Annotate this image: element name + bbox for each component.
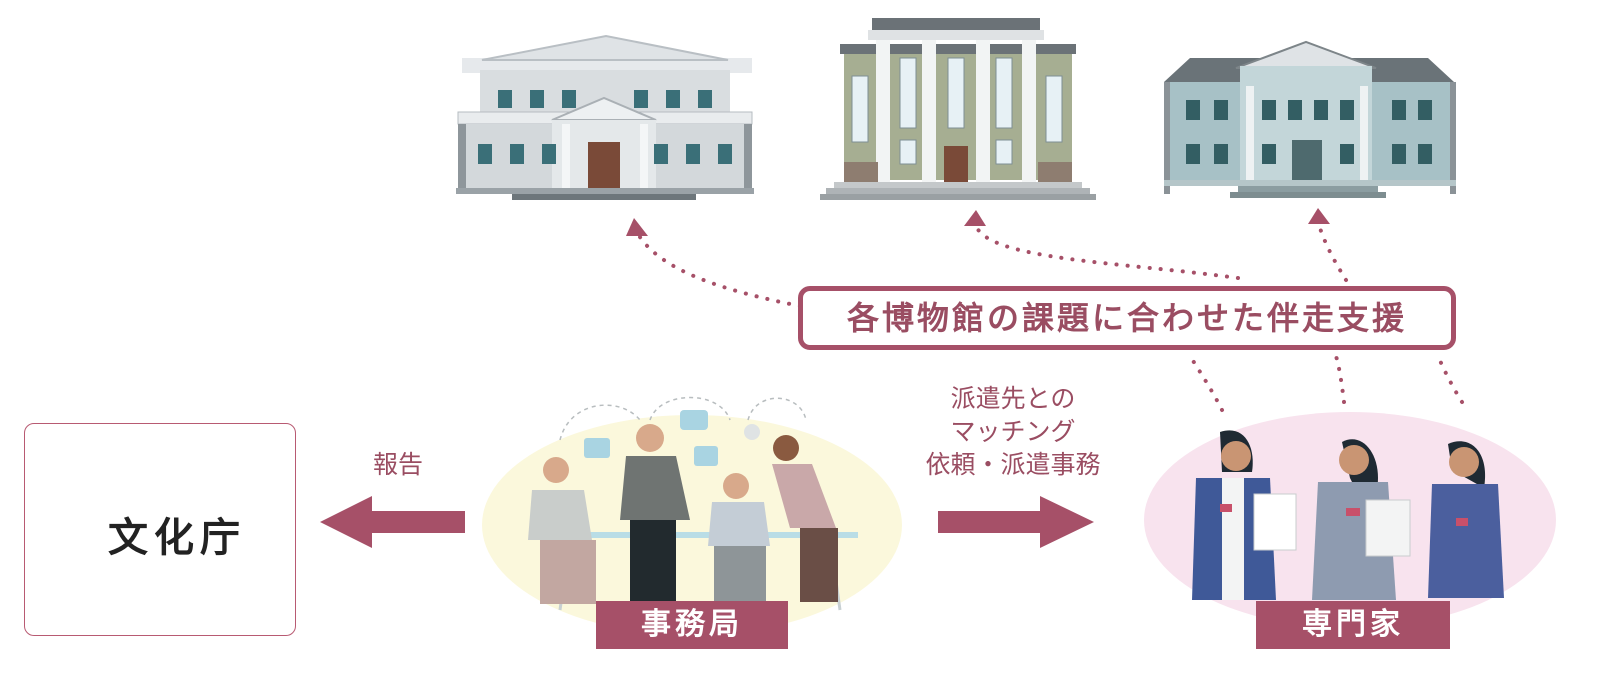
experts-tag: 専門家 (1256, 601, 1450, 649)
dispatch-label-line-2: マッチング (950, 417, 1076, 446)
museum-building-3 (1164, 40, 1456, 198)
support-arrowheads (626, 208, 1330, 236)
agency-box (24, 423, 296, 636)
dispatch-label: 派遣先との マッチング 依頼・派遣事務 (900, 382, 1126, 481)
dispatch-arrow (938, 496, 1094, 548)
support-arrows (636, 220, 1464, 412)
museum-building-2 (820, 18, 1096, 200)
report-arrow (320, 496, 465, 548)
secretariat-illustration (482, 396, 902, 635)
experts-illustration (1144, 412, 1556, 628)
secretariat-tag: 事務局 (596, 601, 788, 649)
dispatch-label-line-3: 依頼・派遣事務 (925, 450, 1101, 479)
report-label: 報告 (372, 450, 423, 479)
museum-building-1 (456, 34, 754, 200)
support-headline: 各博物館の課題に合わせた伴走支援 (798, 286, 1456, 350)
agency-name: 文化庁 (108, 514, 246, 561)
dispatch-label-line-1: 派遣先との (950, 384, 1076, 413)
